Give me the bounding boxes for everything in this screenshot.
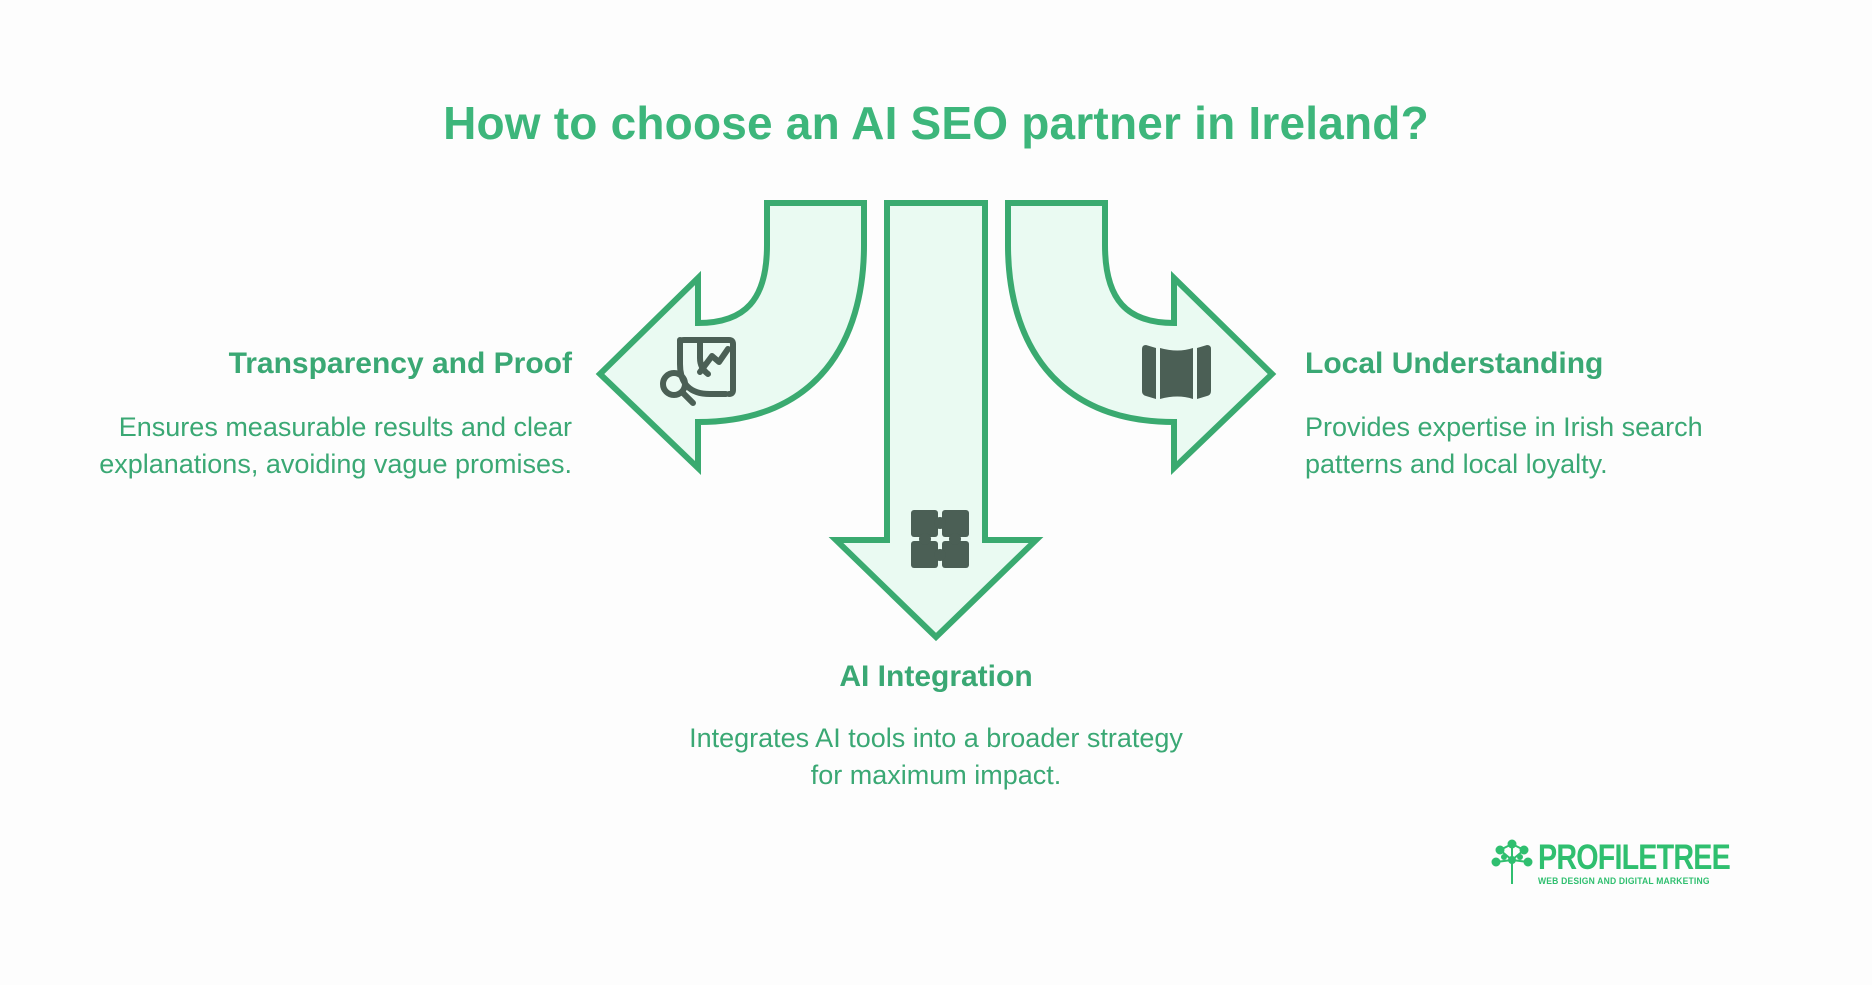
logo-name: PROFILETREE xyxy=(1538,838,1731,877)
left-heading: Transparency and Proof xyxy=(228,347,572,380)
chart-search-icon xyxy=(660,337,736,406)
right-heading: Local Understanding xyxy=(1305,347,1604,380)
right-arrow xyxy=(1005,200,1277,476)
center-description: Integrates AI tools into a broader strat… xyxy=(689,723,1183,790)
center-heading: AI Integration xyxy=(839,660,1033,693)
page-title: How to choose an AI SEO partner in Irela… xyxy=(443,97,1429,149)
puzzle-icon xyxy=(911,510,969,568)
profiletree-logo: PROFILETREE WEB DESIGN AND DIGITAL MARKE… xyxy=(1490,838,1731,888)
right-description: Provides expertise in Irish search patte… xyxy=(1305,412,1703,479)
map-icon xyxy=(1142,345,1211,399)
left-description: Ensures measurable results and clear exp… xyxy=(99,412,572,479)
logo-tagline: WEB DESIGN AND DIGITAL MARKETING xyxy=(1538,876,1710,886)
tree-icon xyxy=(1491,839,1533,884)
left-arrow xyxy=(595,200,867,476)
center-arrow xyxy=(828,200,1044,642)
